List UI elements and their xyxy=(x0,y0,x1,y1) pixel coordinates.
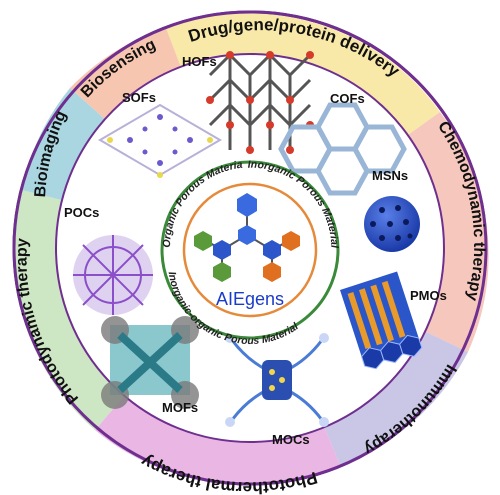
core-inner-ring xyxy=(182,182,318,318)
hex-blue-mid xyxy=(238,225,256,245)
hex-orange-b xyxy=(263,262,281,282)
label-mocs: MOCs xyxy=(272,432,310,447)
hex-orange-a xyxy=(282,231,300,251)
hex-blue-right xyxy=(263,240,281,260)
mofs-structure xyxy=(101,316,199,409)
hofs-structure xyxy=(206,51,314,154)
label-pocs: POCs xyxy=(64,205,99,220)
label-cofs: COFs xyxy=(330,91,365,106)
label-mofs: MOFs xyxy=(162,400,198,415)
material-illustrations: HOFs COFs SOFs POCs xyxy=(64,51,447,447)
hex-green-b xyxy=(213,262,231,282)
pmos-structure xyxy=(340,271,423,370)
aiegens-label: AIEgens xyxy=(216,289,284,309)
hex-green-a xyxy=(194,231,212,251)
label-msns: MSNs xyxy=(372,168,408,183)
cofs-structure xyxy=(278,102,407,196)
mocs-structure xyxy=(225,333,329,427)
label-sofs: SOFs xyxy=(122,90,156,105)
label-pmos: PMOs xyxy=(410,288,447,303)
hex-blue-left xyxy=(213,240,231,260)
msns-structure xyxy=(364,196,420,252)
pocs-structure xyxy=(73,235,153,315)
hex-blue-top xyxy=(237,193,257,217)
label-hofs: HOFs xyxy=(182,54,217,69)
sofs-structure xyxy=(98,103,222,178)
